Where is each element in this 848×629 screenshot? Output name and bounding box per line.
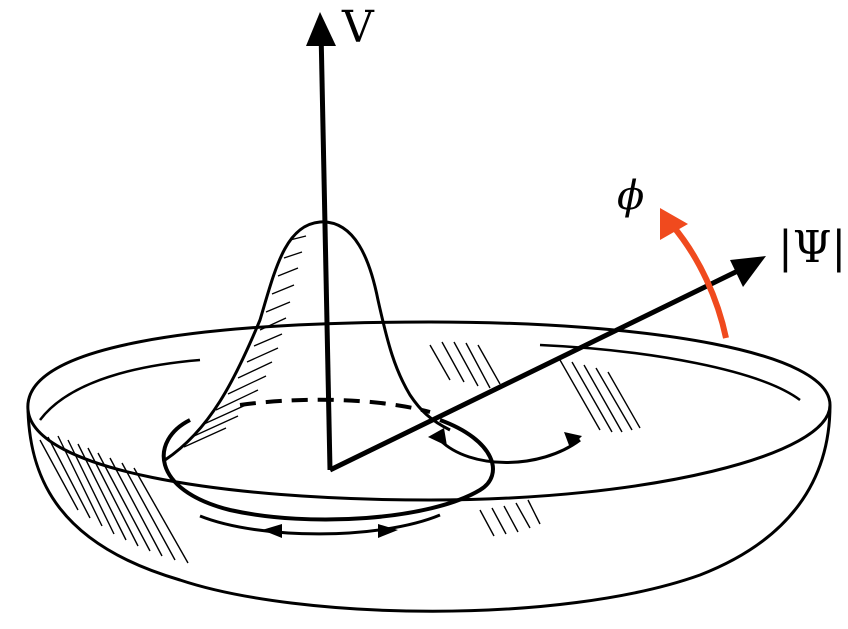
v-axis bbox=[316, 25, 333, 471]
v-axis-label: V bbox=[342, 2, 374, 53]
hump-hatching bbox=[183, 235, 307, 448]
phase-arrow bbox=[669, 223, 729, 339]
v-axis-arrowhead bbox=[306, 12, 336, 46]
bowl-base bbox=[26, 404, 832, 613]
trough-arrow-left bbox=[262, 524, 282, 538]
outer-orbit bbox=[438, 438, 581, 464]
central-hump bbox=[164, 220, 451, 462]
psi-axis-label: |Ψ| bbox=[778, 222, 847, 273]
ring-back-dashed bbox=[239, 397, 431, 414]
bowl-hatching bbox=[39, 341, 641, 564]
phase-label: ϕ bbox=[617, 173, 645, 219]
trough-path bbox=[199, 513, 441, 536]
phase-arrowhead bbox=[660, 208, 688, 240]
orbit-arrow-right bbox=[564, 432, 582, 448]
psi-axis-arrowhead bbox=[730, 256, 766, 287]
orbit-arrow-left bbox=[428, 428, 447, 446]
psi-axis bbox=[328, 262, 752, 473]
trough-arrow-right bbox=[378, 524, 398, 538]
ring-front bbox=[161, 418, 495, 522]
